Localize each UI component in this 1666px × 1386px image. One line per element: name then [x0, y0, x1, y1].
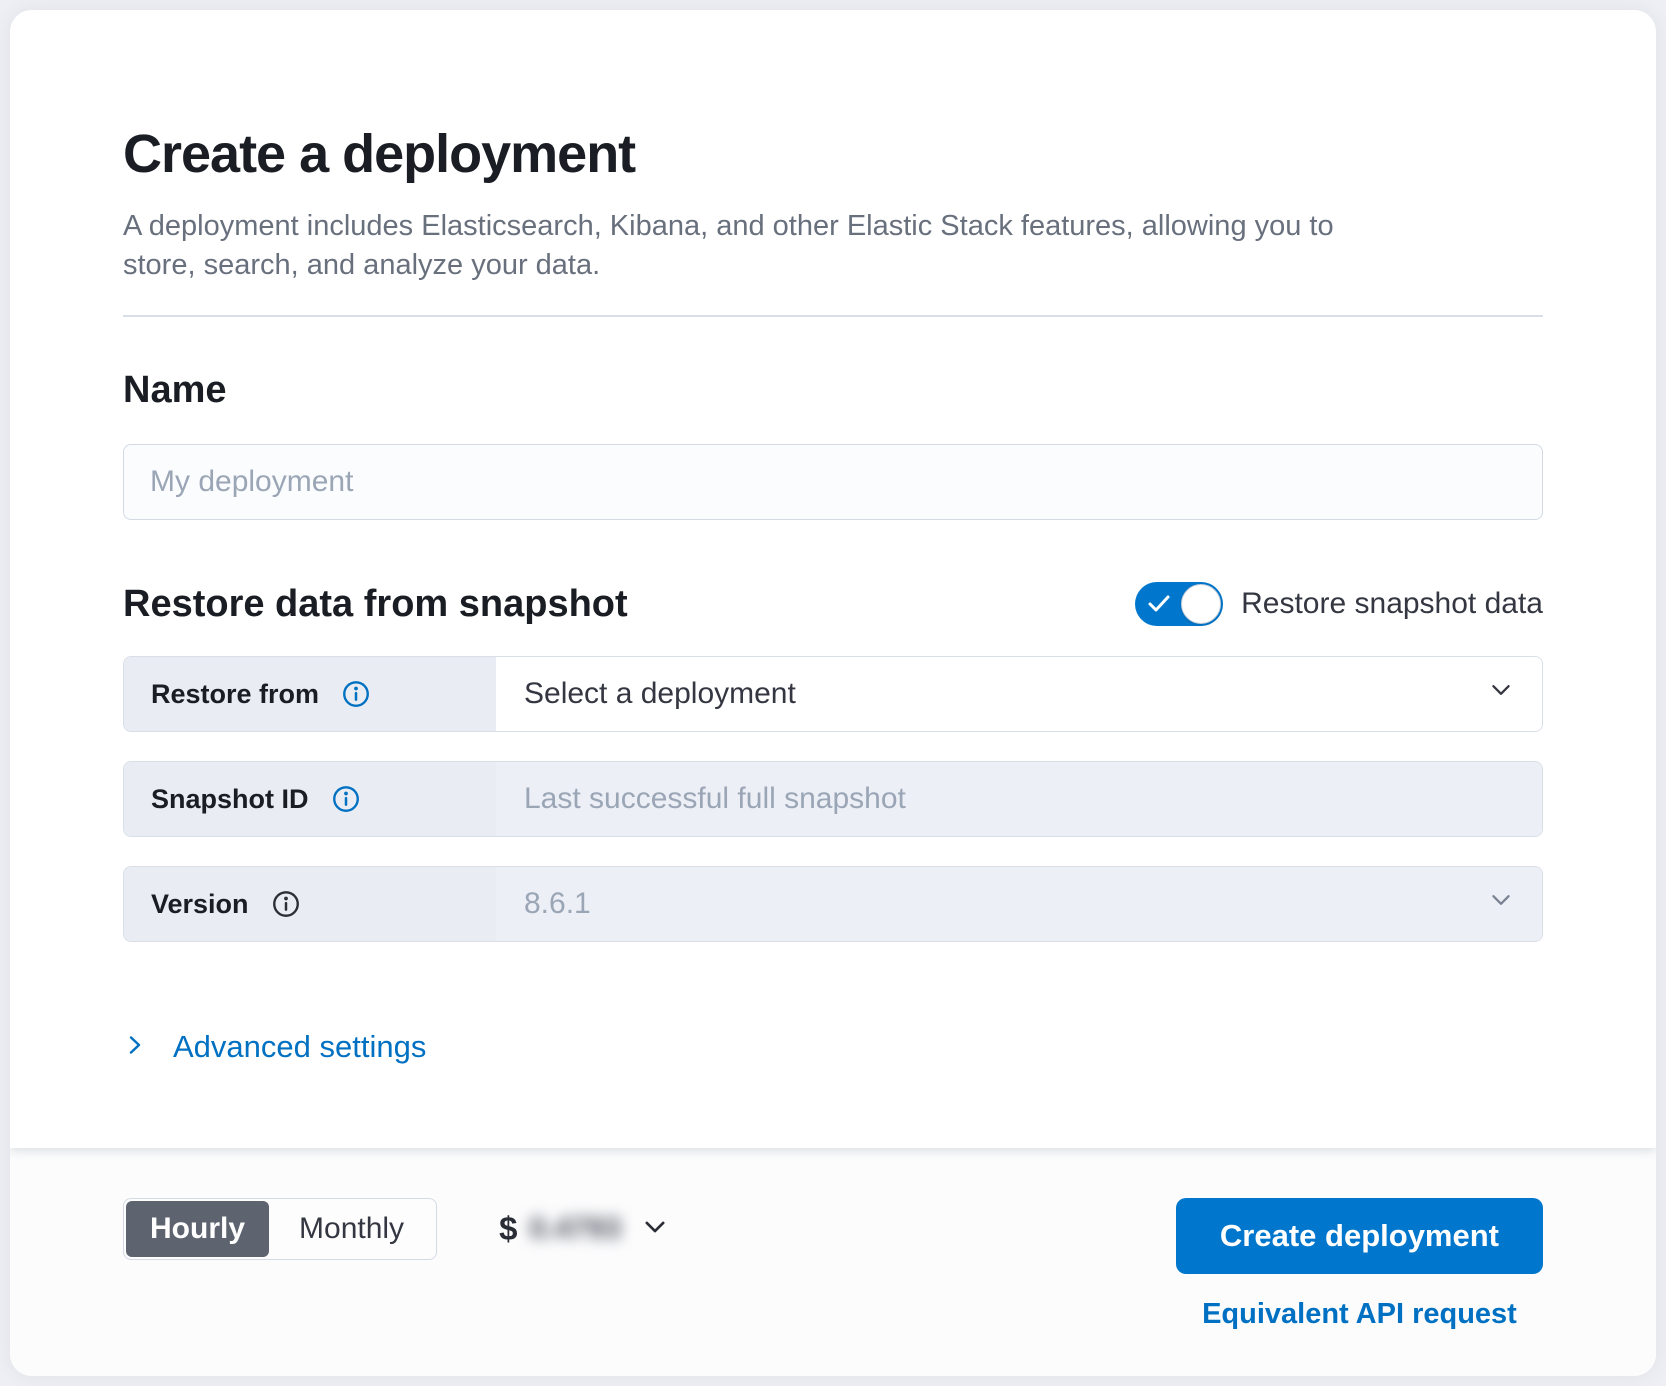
restore-snapshot-heading: Restore data from snapshot — [123, 582, 628, 625]
advanced-settings-label: Advanced settings — [173, 1029, 427, 1065]
restore-from-row: Restore from Select a deployment — [123, 656, 1543, 733]
chevron-down-icon — [641, 1213, 669, 1246]
snapshot-id-label: Snapshot ID — [151, 783, 309, 814]
restore-from-label: Restore from — [151, 678, 320, 709]
version-label: Version — [151, 888, 249, 919]
page-title: Create a deployment — [123, 124, 636, 184]
info-icon[interactable] — [331, 784, 361, 814]
info-icon[interactable] — [271, 889, 301, 919]
main-content: Create a deployment A deployment include… — [10, 10, 1656, 1148]
name-heading: Name — [123, 369, 227, 412]
price-currency: $ — [499, 1210, 518, 1247]
hourly-button[interactable]: Hourly — [126, 1201, 270, 1257]
bottom-bar: Hourly Monthly $ 0.4793 Create deploymen… — [10, 1148, 1656, 1376]
restore-snapshot-toggle-group: Restore snapshot data — [1135, 582, 1543, 627]
snapshot-id-input: Last successful full snapshot — [496, 762, 1542, 837]
snapshot-id-label-cell: Snapshot ID — [124, 762, 496, 837]
create-deployment-card: Create a deployment A deployment include… — [10, 10, 1656, 1376]
toggle-knob — [1181, 584, 1222, 625]
version-select: 8.6.1 — [496, 867, 1542, 942]
version-label-cell: Version — [124, 867, 496, 942]
snapshot-section-header: Restore data from snapshot Restore snaps… — [123, 582, 1543, 627]
toggle-check-icon — [1146, 592, 1172, 619]
chevron-down-icon — [1488, 677, 1514, 711]
version-value: 8.6.1 — [524, 887, 591, 921]
snapshot-id-placeholder: Last successful full snapshot — [524, 782, 906, 816]
snapshot-form-rows: Restore from Select a deployment — [123, 656, 1543, 943]
monthly-button[interactable]: Monthly — [269, 1201, 434, 1257]
toggle-label[interactable]: Restore snapshot data — [1241, 587, 1543, 621]
billing-period-toggle: Hourly Monthly — [123, 1198, 438, 1260]
create-deployment-button[interactable]: Create deployment — [1175, 1198, 1543, 1274]
restore-from-value: Select a deployment — [524, 677, 796, 711]
restore-from-label-cell: Restore from — [124, 657, 496, 732]
snapshot-id-row: Snapshot ID Last successful full snapsho… — [123, 761, 1543, 838]
restore-from-select[interactable]: Select a deployment — [496, 657, 1542, 732]
deployment-name-input[interactable] — [123, 444, 1543, 521]
restore-snapshot-toggle[interactable] — [1135, 582, 1224, 627]
version-row: Version 8.6.1 — [123, 866, 1543, 943]
chevron-down-icon — [1488, 887, 1514, 921]
chevron-right-icon — [123, 1029, 147, 1065]
price-dropdown[interactable]: $ 0.4793 — [499, 1198, 669, 1260]
equivalent-api-request-link[interactable]: Equivalent API request — [1202, 1298, 1517, 1330]
price-amount-blurred: 0.4793 — [529, 1212, 622, 1245]
advanced-settings-link[interactable]: Advanced settings — [123, 1029, 426, 1065]
divider — [123, 315, 1543, 318]
info-icon[interactable] — [341, 679, 371, 709]
footer-actions: Create deployment Equivalent API request — [1175, 1198, 1543, 1331]
page-subtitle: A deployment includes Elasticsearch, Kib… — [123, 209, 1334, 281]
